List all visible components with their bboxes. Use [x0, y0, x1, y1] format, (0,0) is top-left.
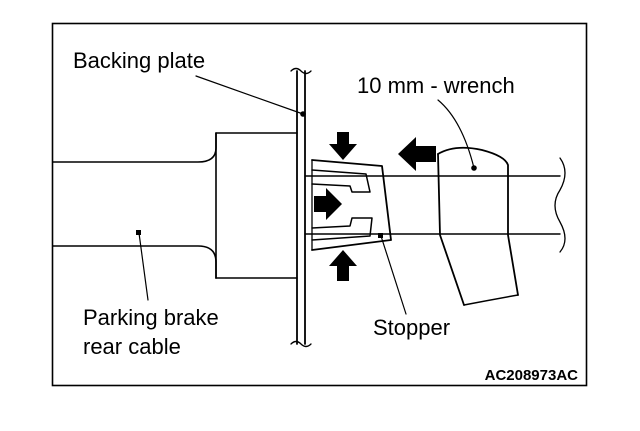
cable-core — [304, 157, 566, 253]
figure-code: AC208973AC — [485, 367, 579, 384]
arrow-right-icon — [314, 188, 342, 220]
leader-lines — [136, 75, 477, 315]
label-cable-line2: rear cable — [83, 334, 181, 359]
stopper-clip — [311, 159, 392, 251]
arrow-up-icon — [329, 250, 357, 281]
arrows — [314, 132, 436, 281]
label-backing-plate: Backing plate — [73, 48, 205, 73]
label-cable-line1: Parking brake — [83, 305, 219, 330]
arrow-down-icon — [329, 132, 357, 160]
arrow-left-icon — [398, 137, 436, 171]
backing-plate — [290, 67, 312, 348]
wrench — [437, 146, 519, 306]
rear-cable — [52, 132, 298, 279]
label-wrench: 10 mm - wrench — [357, 73, 515, 98]
label-stopper: Stopper — [373, 315, 450, 340]
